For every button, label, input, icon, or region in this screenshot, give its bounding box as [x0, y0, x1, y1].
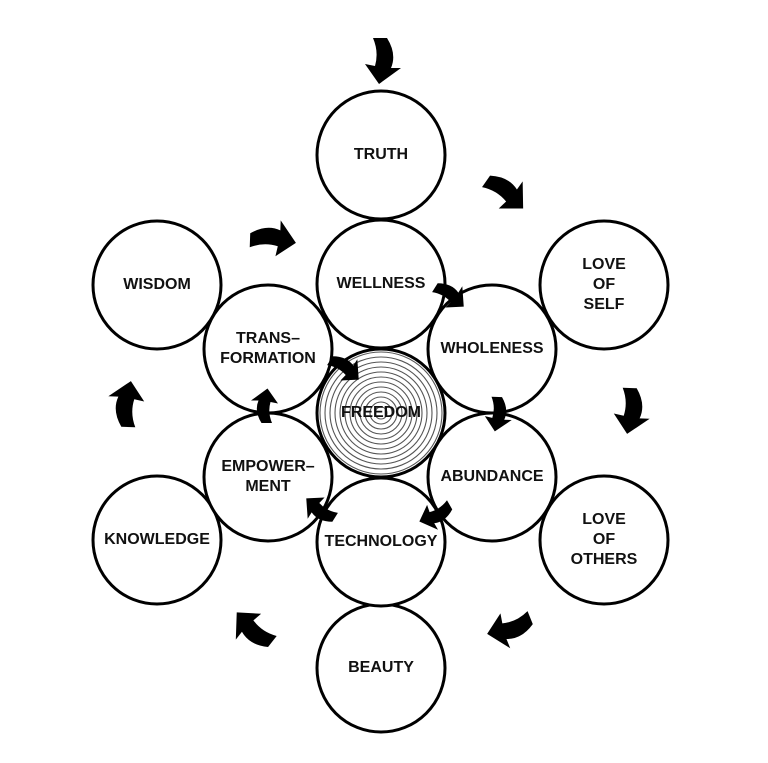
node-label-line: FORMATION: [220, 350, 316, 367]
node-label-line: WHOLENESS: [440, 340, 543, 357]
freedom-ring: [319, 351, 443, 475]
flow-arrow-icon: [235, 612, 277, 648]
freedom-ring: [369, 401, 393, 425]
node-label-wellness: WELLNESS: [337, 275, 426, 292]
node-label-line: OF: [593, 276, 615, 293]
freedom-ring: [339, 371, 423, 455]
node-label-wholeness: WHOLENESS: [440, 340, 543, 357]
node-label-line: TRUTH: [354, 146, 408, 163]
node-label-transformation: TRANS– FORMATION: [220, 330, 316, 367]
node-circle-love-of-others: [538, 474, 670, 606]
node-label-line: WISDOM: [123, 276, 191, 293]
node-label-line: OF: [593, 531, 615, 548]
node-circle-empowerment: [202, 411, 334, 543]
node-label-line: OTHERS: [571, 551, 638, 568]
node-label-line: KNOWLEDGE: [104, 531, 210, 548]
node-label-line: WELLNESS: [337, 275, 426, 292]
node-label-line: FREEDOM: [341, 404, 421, 421]
node-label-abundance: ABUNDANCE: [440, 468, 543, 485]
flow-arrow-icon: [108, 381, 145, 428]
node-circle-abundance: [426, 411, 558, 543]
node-label-line: BEAUTY: [348, 659, 414, 676]
node-label-knowledge: KNOWLEDGE: [104, 531, 210, 548]
flow-arrow-icon: [432, 283, 464, 308]
flow-arrow-icon: [327, 356, 359, 381]
node-label-line: LOVE: [582, 511, 626, 528]
freedom-ring: [374, 406, 388, 420]
freedom-ring: [329, 361, 433, 465]
flow-arrow-icon: [306, 497, 338, 522]
node-circle-freedom: [315, 347, 447, 479]
node-label-love-of-self: LOVE OF SELF: [582, 256, 626, 313]
flow-arrow-icon: [487, 611, 533, 649]
arrows-layer: [108, 38, 650, 649]
circles-layer: [91, 89, 670, 734]
labels-layer: TRUTH LOVE OF SELF LOVE OF OTHERS BEAUTY KNOWLED…: [104, 146, 638, 676]
flow-arrow-icon: [613, 387, 650, 434]
freedom-ring: [359, 391, 403, 435]
node-label-line: TRANS–: [236, 330, 300, 347]
node-label-freedom: FREEDOM: [341, 404, 421, 421]
flow-arrow-icon: [251, 388, 278, 423]
node-circle-love-of-self: [538, 219, 670, 351]
flow-arrow-icon: [249, 220, 296, 257]
node-label-line: MENT: [245, 478, 291, 495]
node-label-line: LOVE: [582, 256, 626, 273]
node-label-beauty: BEAUTY: [348, 659, 414, 676]
node-label-empowerment: EMPOWER– MENT: [221, 458, 314, 495]
node-label-wisdom: WISDOM: [123, 276, 191, 293]
freedom-ring: [364, 396, 398, 430]
node-label-line: TECHNOLOGY: [325, 533, 438, 550]
node-label-line: EMPOWER–: [221, 458, 314, 475]
freedom-ring: [334, 366, 428, 460]
freedom-ring: [354, 386, 408, 440]
node-label-love-of-others: LOVE OF OTHERS: [571, 511, 638, 568]
node-label-truth: TRUTH: [354, 146, 408, 163]
flow-arrow-icon: [484, 396, 512, 432]
node-circle-knowledge: [91, 474, 223, 606]
freedom-ring: [324, 356, 438, 470]
node-label-line: SELF: [584, 296, 625, 313]
freedom-ring: [349, 381, 413, 445]
node-circle-wisdom: [91, 219, 223, 351]
flow-arrow-icon: [419, 500, 453, 530]
flow-arrow-icon: [482, 175, 524, 209]
flow-arrow-icon: [365, 38, 401, 84]
freedom-ring: [344, 376, 418, 450]
node-label-technology: TECHNOLOGY: [325, 533, 438, 550]
node-label-line: ABUNDANCE: [440, 468, 543, 485]
